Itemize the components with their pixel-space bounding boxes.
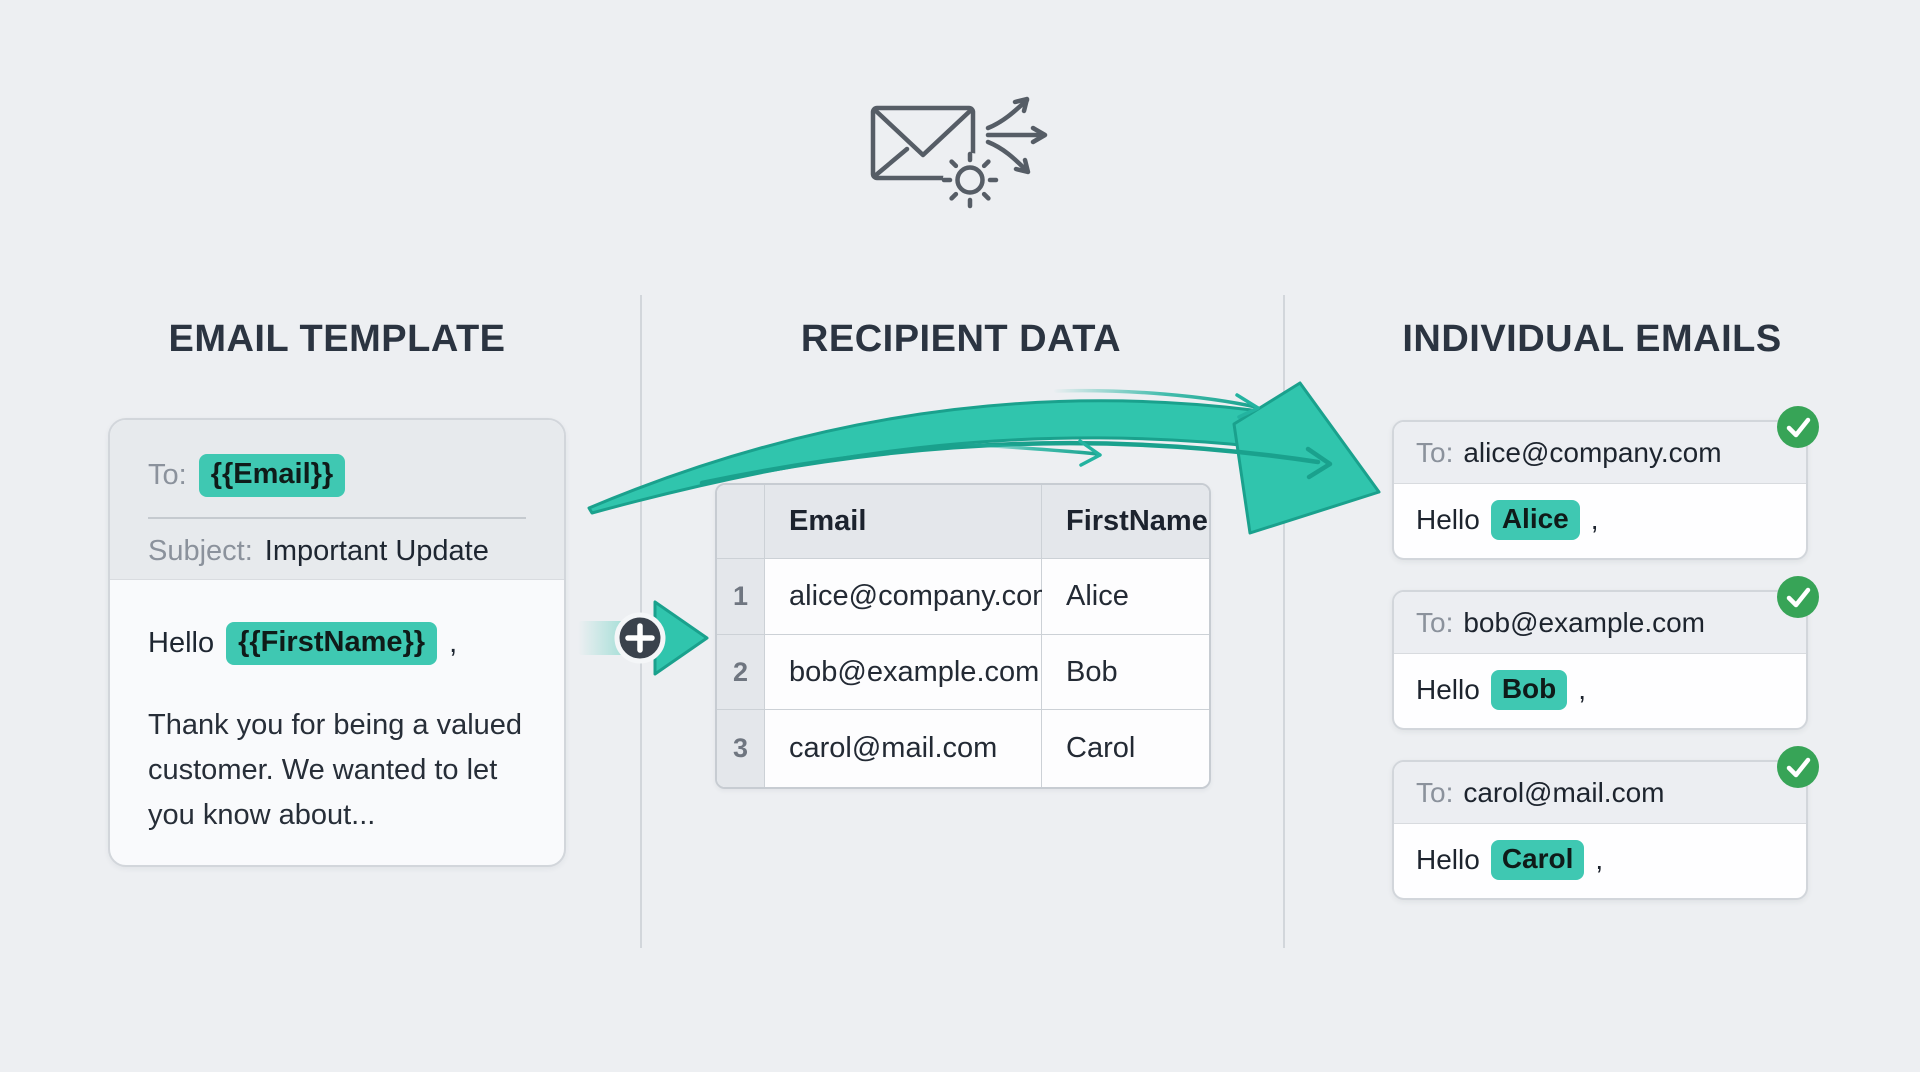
to-label: To: <box>1416 436 1454 468</box>
email-card-body: Hello Alice , <box>1394 484 1806 540</box>
individual-column-title: INDIVIDUAL EMAILS <box>1402 318 1782 360</box>
row-number: 1 <box>717 559 765 635</box>
email-template-card: To: {{Email}} Subject: Important Update … <box>108 418 566 867</box>
to-address: carol@mail.com <box>1463 776 1665 808</box>
firstname-variable-chip: {{FirstName}} <box>226 622 438 665</box>
subject-label: Subject: <box>148 535 253 567</box>
envelope-gear-fanout-icon <box>870 96 1048 209</box>
individual-email-card: To: alice@company.com Hello Alice , <box>1392 406 1819 560</box>
table-header-firstname: FirstName <box>1042 485 1209 559</box>
recipients-column-title: RECIPIENT DATA <box>800 318 1122 360</box>
template-body-text: Thank you for being a valued customer. W… <box>148 709 523 831</box>
to-address: alice@company.com <box>1463 436 1722 468</box>
email-variable-chip: {{Email}} <box>198 454 346 497</box>
greeting-prefix: Hello <box>148 627 215 659</box>
to-address: bob@example.com <box>1463 606 1706 638</box>
template-column-title: EMAIL TEMPLATE <box>168 318 506 360</box>
check-circle-icon <box>1777 746 1819 788</box>
row-number: 3 <box>717 710 765 787</box>
email-card-header: To: carol@mail.com <box>1394 762 1806 824</box>
table-corner-cell <box>717 485 765 559</box>
row-number: 2 <box>717 635 765 710</box>
plus-circle-icon <box>578 600 709 676</box>
column-divider-right <box>1283 295 1285 948</box>
merged-name-chip: Carol <box>1490 840 1585 880</box>
greeting-comma: , <box>1578 674 1587 705</box>
merged-name-chip: Bob <box>1490 670 1568 710</box>
cell-email: bob@example.com <box>765 635 1042 710</box>
merged-name-chip: Alice <box>1490 500 1580 540</box>
email-card-body: Hello Carol , <box>1394 824 1806 880</box>
subject-value: Important Update <box>264 535 489 567</box>
cell-firstname: Bob <box>1042 635 1209 710</box>
to-label: To: <box>1416 606 1454 638</box>
template-to-row: To: {{Email}} <box>148 454 526 497</box>
greeting-comma: , <box>1595 844 1604 875</box>
email-card-body: Hello Bob , <box>1394 654 1806 710</box>
to-label: To: <box>148 459 187 491</box>
fanout-arrows-icon <box>985 96 1048 175</box>
greeting-comma: , <box>1590 504 1599 535</box>
check-circle-icon <box>1777 406 1819 448</box>
individual-email-card: To: bob@example.com Hello Bob , <box>1392 576 1819 730</box>
greeting-prefix: Hello <box>1416 844 1480 875</box>
email-card-header: To: alice@company.com <box>1394 422 1806 484</box>
header-divider <box>148 517 526 519</box>
template-card-header: To: {{Email}} Subject: Important Update <box>110 420 564 580</box>
recipient-data-table: Email FirstName 1 alice@company.com Alic… <box>715 483 1211 789</box>
column-divider-left <box>640 295 642 948</box>
gear-icon <box>941 151 999 209</box>
to-label: To: <box>1416 776 1454 808</box>
template-subject-row: Subject: Important Update <box>148 535 526 568</box>
email-card-header: To: bob@example.com <box>1394 592 1806 654</box>
individual-email-card: To: carol@mail.com Hello Carol , <box>1392 746 1819 900</box>
check-circle-icon <box>1777 576 1819 618</box>
table-header-email: Email <box>765 485 1042 559</box>
fading-arrow-top-icon <box>1054 388 1260 419</box>
greeting-prefix: Hello <box>1416 674 1480 705</box>
cell-firstname: Alice <box>1042 559 1209 635</box>
cell-email: alice@company.com <box>765 559 1056 635</box>
greeting-comma: , <box>449 627 458 659</box>
greeting-prefix: Hello <box>1416 504 1480 535</box>
template-greeting-row: Hello {{FirstName}} , <box>148 622 526 665</box>
cell-firstname: Carol <box>1042 710 1209 787</box>
template-card-body: Hello {{FirstName}} , Thank you for bein… <box>110 580 564 838</box>
cell-email: carol@mail.com <box>765 710 1042 787</box>
fading-arrow-bottom-icon <box>953 439 1102 467</box>
